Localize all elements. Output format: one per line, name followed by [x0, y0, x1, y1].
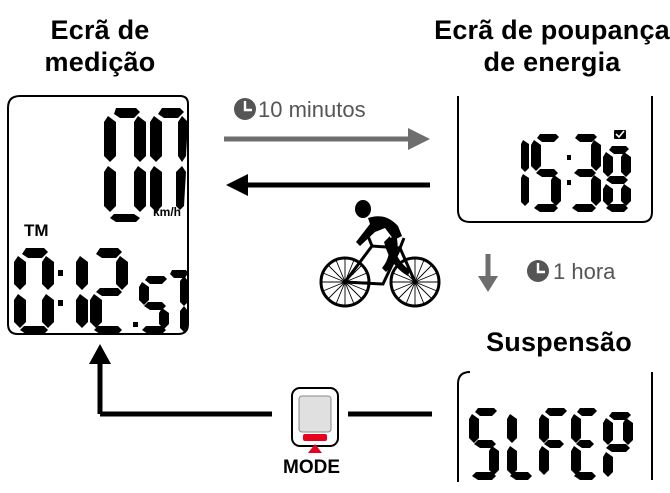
- cycle-computer-icon: [291, 387, 339, 447]
- cyclist-icon: [319, 200, 441, 308]
- speed-digits: [104, 108, 188, 222]
- to-sleep-label: 1 hora: [553, 259, 616, 284]
- to-power-saving-label: 10 minutos: [258, 97, 366, 122]
- clock-digits: [521, 130, 631, 212]
- clock-icon-sleep: [527, 260, 549, 282]
- time-digits: [14, 248, 188, 334]
- measurement-title-line1: Ecrã de: [50, 15, 150, 45]
- power-saving-title-line2: de energia: [483, 47, 621, 77]
- sleep-display-text: [469, 408, 633, 480]
- measurement-title-line2: medição: [44, 47, 156, 77]
- measurement-screen: [7, 95, 189, 335]
- tm-label: TM: [24, 221, 49, 240]
- arrow-to-sleep: [478, 254, 498, 292]
- measurement-screen-title: Ecrã de medição: [20, 14, 180, 78]
- arrow-to-power-saving: [224, 128, 430, 150]
- mode-button-pointer: [308, 444, 322, 453]
- sleep-screen-title: Suspensão: [486, 327, 632, 357]
- arrow-mode-to-measurement: [89, 344, 432, 417]
- power-saving-title-line1: Ecrã de poupança: [434, 15, 670, 45]
- mode-button-label: MODE: [283, 457, 340, 478]
- arrow-back-to-measurement: [226, 174, 430, 196]
- sleep-screen: [457, 371, 653, 482]
- clock-icon: [234, 98, 256, 120]
- speed-unit: km/h: [153, 205, 182, 219]
- power-saving-screen-title: Ecrã de poupança de energia: [428, 14, 670, 78]
- power-saving-screen: [457, 96, 653, 223]
